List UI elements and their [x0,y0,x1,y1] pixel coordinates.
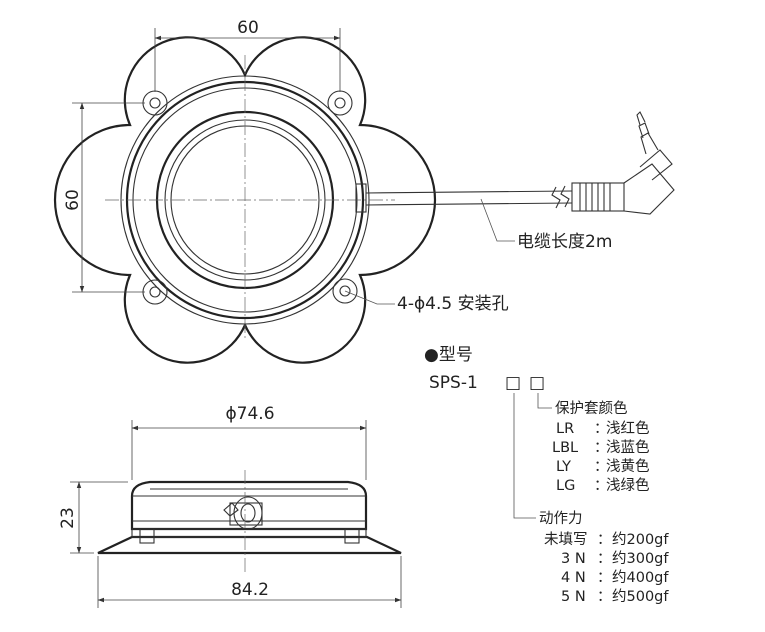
color-code: LBL [552,440,578,456]
force-options: 动作力 未填写 ： 约200gf 3 N ： 约300gf 4 N ： 约400… [539,510,669,605]
color-options: 保护套颜色 LR ： 浅红色 LBL ： 浅蓝色 LY ： 浅黄色 LG ： 浅… [552,400,650,494]
force-code: 未填写 [544,531,588,548]
force-sep: ： [597,570,612,586]
mounting-hole-label: 4-ϕ4.5 安装孔 [397,294,509,314]
phone-plug-icon [571,111,675,215]
cable-length-label: 电缆长度2m [517,232,612,252]
model-slot-2: □ [529,373,545,393]
mounting-hole-tl [142,90,168,116]
force-sep: ： [597,551,612,567]
dim-top-width-text: 60 [237,18,259,38]
force-code: 5 N [561,589,586,605]
force-sep: ： [597,589,612,605]
color-code: LY [556,459,571,475]
cable-strain-relief [355,183,367,213]
color-desc: 浅黄色 [606,458,650,475]
dimension-top-width: 60 [154,18,341,92]
dim-side-base-text: 84.2 [231,580,269,600]
side-cable-exit [223,496,263,530]
force-bracket-line [513,393,536,519]
force-group-title: 动作力 [539,510,583,527]
color-sep: ： [594,421,609,437]
dimension-top-height: 60 [63,102,145,293]
base-plate [97,535,402,555]
housing-body [130,480,368,531]
force-desc: 约500gf [612,588,669,605]
color-desc: 浅蓝色 [606,439,650,456]
force-desc: 约300gf [612,550,669,567]
mounting-hole-br [332,278,358,304]
cable-break-mark [551,186,561,209]
mounting-hole-tr [327,90,353,116]
force-sep: ： [597,532,612,548]
dim-side-diameter-text: ϕ74.6 [225,404,274,424]
hole-leader-line [344,290,395,305]
force-code: 4 N [561,570,586,586]
top-view: 60 60 电缆长度2m 4-ϕ4.5 安装孔 [53,18,675,364]
model-slot-1: □ [505,373,521,393]
cable-leader-line [480,198,515,242]
color-sep: ： [594,459,609,475]
force-desc: 约400gf [612,569,669,586]
force-code: 3 N [561,551,586,567]
dimension-side-height: 23 [58,481,128,554]
dim-top-height-text: 60 [63,189,83,211]
cable [355,183,573,213]
color-desc: 浅红色 [606,420,650,437]
clover-flange-outline [53,36,437,364]
color-bracket-line [537,393,552,409]
color-code: LG [556,478,575,494]
dimension-side-diameter: ϕ74.6 [131,404,367,480]
model-code: SPS-1 [429,373,478,393]
color-desc: 浅绿色 [606,477,650,494]
color-sep: ： [594,478,609,494]
model-code-section: ●型号 SPS-1 □ □ 保护套颜色 LR ： 浅红色 LBL ： 浅蓝色 L… [424,345,669,605]
color-sep: ： [594,440,609,456]
color-code: LR [556,421,574,437]
dim-side-height-text: 23 [58,507,78,529]
force-desc: 约200gf [612,531,669,548]
mounting-hole-bl [142,279,168,305]
color-group-title: 保护套颜色 [555,400,628,417]
dimension-side-base: 84.2 [97,556,402,608]
model-heading: ●型号 [424,345,473,365]
side-view: ϕ74.6 23 84.2 [58,404,402,608]
